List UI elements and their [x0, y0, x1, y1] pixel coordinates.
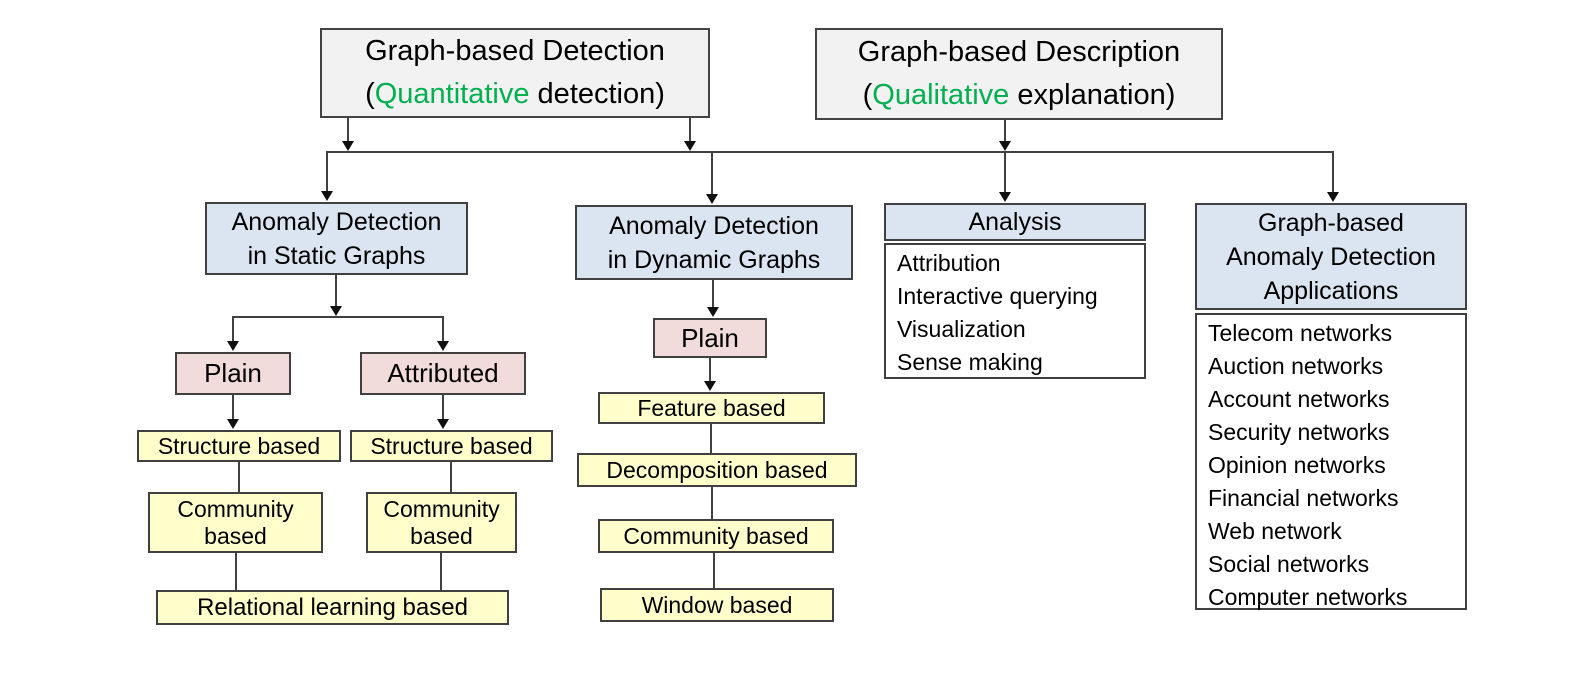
- attributed-label: Attributed: [387, 358, 499, 388]
- application-item: Web network: [1208, 518, 1342, 544]
- node-analysis-header: Analysis: [884, 203, 1146, 241]
- connector-community-relational-right: [440, 553, 442, 590]
- plain-dynamic-label: Plain: [681, 322, 739, 353]
- connector-attributed-to-structure: [442, 395, 444, 419]
- node-window-based: Window based: [600, 588, 834, 622]
- connector-detection-feed-right: [689, 118, 691, 142]
- connector-static-bus: [232, 316, 444, 318]
- detection-title: Graph-based Detection: [365, 35, 665, 67]
- arrowhead-dynamic-down: [707, 307, 719, 317]
- node-applications-header: Graph-based Anomaly Detection Applicatio…: [1195, 203, 1467, 310]
- application-item: Telecom networks: [1208, 320, 1393, 346]
- static-title-line2: in Static Graphs: [247, 241, 426, 270]
- connector-community-window: [713, 553, 715, 588]
- analysis-item: Interactive querying: [897, 283, 1098, 309]
- connector-drop-plain-static: [232, 318, 234, 341]
- decomposition-based-label: Decomposition based: [606, 456, 828, 483]
- connector-structure-community-right: [450, 462, 452, 492]
- feature-based-label: Feature based: [637, 394, 786, 421]
- community-based-dynamic-label: Community based: [623, 522, 809, 549]
- structure-based-left-label: Structure based: [157, 432, 321, 459]
- connector-drop-dynamic: [711, 153, 713, 194]
- node-attributed: Attributed: [360, 352, 526, 395]
- application-item: Financial networks: [1208, 485, 1399, 511]
- arrowhead-drop-analysis: [999, 192, 1011, 202]
- applications-title-line3: Applications: [1263, 276, 1399, 305]
- application-item: Security networks: [1208, 419, 1390, 445]
- dynamic-title-line2: in Dynamic Graphs: [607, 245, 821, 274]
- community-based-right-label: Community based: [383, 495, 500, 549]
- arrowhead-drop-dynamic: [706, 194, 718, 204]
- root-graph-based-description: Graph-based Description (Qualitative exp…: [815, 28, 1223, 120]
- connector-community-relational-left: [235, 553, 237, 590]
- root-graph-based-detection: Graph-based Detection (Quantitative dete…: [320, 28, 710, 118]
- arrowhead-drop-plain-static: [227, 341, 239, 351]
- connector-plain-to-feature: [709, 358, 711, 381]
- analysis-item: Sense making: [897, 349, 1043, 375]
- node-relational-learning-based: Relational learning based: [156, 590, 509, 625]
- connector-drop-attributed: [442, 318, 444, 341]
- dynamic-title-line1: Anomaly Detection: [609, 211, 819, 240]
- connector-plain-to-structure: [232, 395, 234, 419]
- applications-title-line1: Graph-based: [1258, 208, 1404, 237]
- node-plain-dynamic: Plain: [653, 318, 767, 358]
- node-structure-based-right: Structure based: [350, 430, 553, 462]
- window-based-label: Window based: [641, 591, 793, 618]
- static-title-line1: Anomaly Detection: [231, 207, 442, 236]
- node-feature-based: Feature based: [598, 392, 825, 424]
- application-item: Social networks: [1208, 551, 1370, 577]
- analysis-title: Analysis: [968, 208, 1062, 236]
- plain-static-label: Plain: [204, 358, 262, 388]
- detection-highlight: Quantitative: [374, 78, 530, 110]
- relational-learning-label: Relational learning based: [197, 593, 468, 621]
- connector-detection-feed-left: [347, 118, 349, 142]
- arrowhead-drop-attributed: [437, 341, 449, 351]
- application-item: Account networks: [1208, 386, 1390, 412]
- connector-main-bus: [326, 151, 1334, 153]
- node-plain-static: Plain: [175, 352, 291, 395]
- arrowhead-drop-applications: [1327, 192, 1339, 202]
- detection-subtitle: (Quantitative detection): [365, 78, 665, 110]
- structure-based-right-label: Structure based: [370, 432, 533, 459]
- arrowhead-static-down: [330, 306, 342, 316]
- connector-static-down: [335, 275, 337, 306]
- analysis-items-list: Attribution Interactive querying Visuali…: [884, 243, 1146, 379]
- arrowhead-plain-to-feature: [704, 381, 716, 391]
- connector-feature-decomposition: [710, 424, 712, 453]
- applications-items-list: Telecom networks Auction networks Accoun…: [1195, 313, 1467, 610]
- node-decomposition-based: Decomposition based: [577, 453, 857, 487]
- node-anomaly-detection-dynamic-graphs: Anomaly Detection in Dynamic Graphs: [575, 205, 853, 280]
- arrowhead-plain-to-structure: [227, 419, 239, 429]
- description-title: Graph-based Description: [857, 36, 1181, 68]
- node-community-based-left: Community based: [148, 492, 323, 553]
- connector-description-feed: [1004, 120, 1006, 142]
- arrowhead-drop-static: [321, 191, 333, 201]
- arrowhead-detection-feed-left: [342, 141, 354, 151]
- node-anomaly-detection-static-graphs: Anomaly Detection in Static Graphs: [205, 202, 468, 275]
- node-structure-based-left: Structure based: [137, 430, 341, 462]
- connector-structure-community-left: [238, 462, 240, 492]
- connector-drop-analysis: [1004, 153, 1006, 192]
- connector-decomposition-community: [711, 487, 713, 519]
- applications-title-line2: Anomaly Detection: [1226, 242, 1436, 271]
- arrowhead-attributed-to-structure: [437, 419, 449, 429]
- node-community-based-right: Community based: [366, 492, 517, 553]
- node-community-based-dynamic: Community based: [598, 519, 834, 553]
- analysis-item: Visualization: [897, 316, 1026, 342]
- connector-dynamic-down: [712, 280, 714, 307]
- arrowhead-detection-feed-right: [684, 141, 696, 151]
- analysis-item: Attribution: [897, 250, 1001, 276]
- description-highlight: Qualitative: [872, 79, 1010, 111]
- application-item: Auction networks: [1208, 353, 1384, 379]
- description-subtitle: (Qualitative explanation): [862, 79, 1176, 111]
- application-item: Computer networks: [1208, 584, 1408, 610]
- arrowhead-description-feed: [999, 141, 1011, 151]
- application-item: Opinion networks: [1208, 452, 1386, 478]
- connector-drop-static: [326, 153, 328, 191]
- community-based-left-label: Community based: [177, 495, 294, 549]
- connector-drop-applications: [1332, 153, 1334, 192]
